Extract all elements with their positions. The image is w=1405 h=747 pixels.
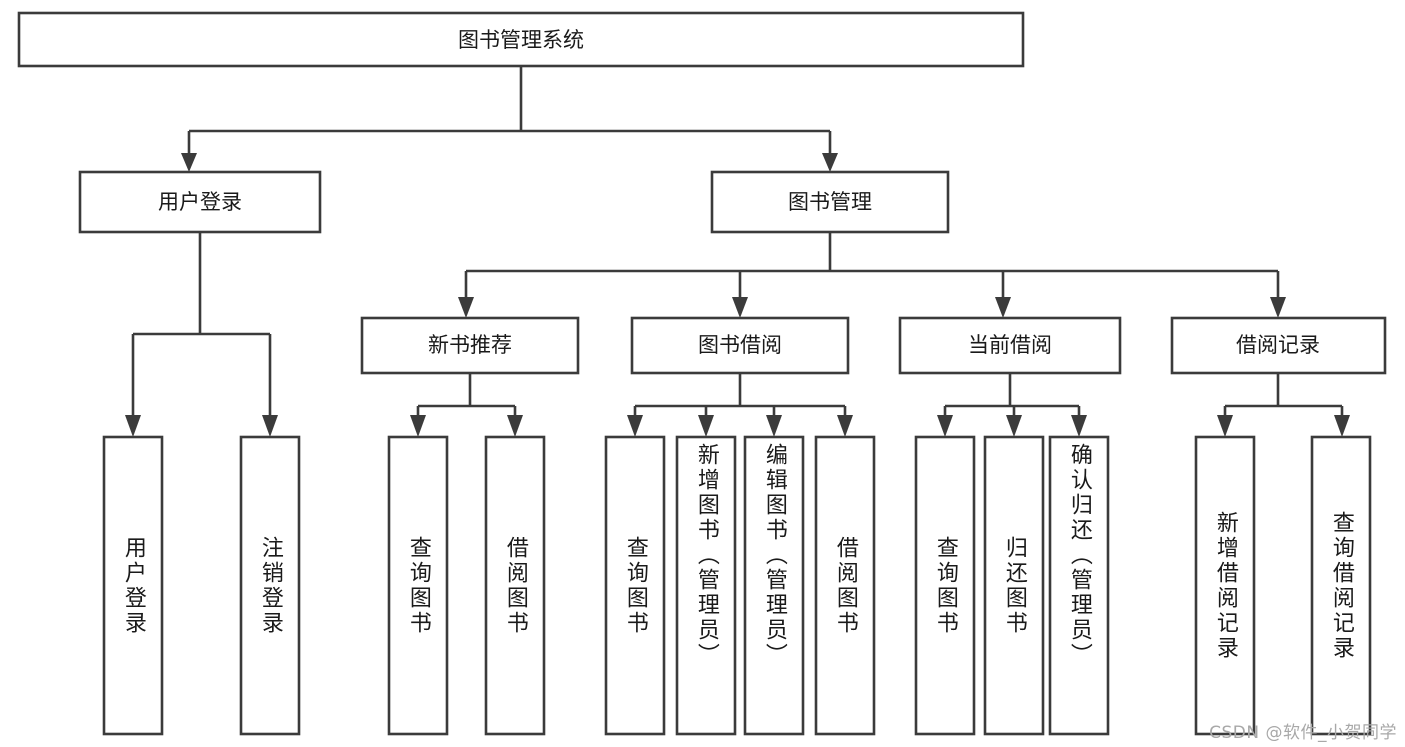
arrow-head-leaf-logout [262,415,278,437]
csdn-watermark: CSDN @软件_小贺同学 [1209,723,1397,743]
arrow-head-leaf-add-book [698,415,714,437]
node-root[interactable]: 图书管理系统 [17,11,1025,68]
leaf-box-query-book-cur[interactable] [914,435,976,736]
leaf-box-add-record[interactable] [1194,435,1256,736]
connector-group [125,66,1350,437]
arrow-head-leaf-query-book-bor [627,415,643,437]
node-user-login[interactable]: 用户登录 [78,170,322,234]
arrow-head-leaf-user-login [125,415,141,437]
node-new-book-rec[interactable]: 新书推荐 [360,316,580,375]
node-book-borrow[interactable]: 图书借阅 [630,316,850,375]
node-root-label: 图书管理系统 [458,28,584,52]
leaf-box-query-book-bor[interactable] [604,435,666,736]
arrow-head-book-borrow [732,297,748,318]
leaf-box-add-book[interactable] [675,435,737,736]
node-new-book-rec-label: 新书推荐 [428,333,512,357]
node-current-borrow[interactable]: 当前借阅 [898,316,1122,375]
node-borrow-record[interactable]: 借阅记录 [1170,316,1387,375]
leaf-box-logout[interactable] [239,435,301,736]
leaf-box-edit-book[interactable] [743,435,805,736]
arrow-head-book-manage [822,153,838,172]
arrow-head-leaf-edit-book [766,415,782,437]
leaf-box-borrow-book[interactable] [814,435,876,736]
node-borrow-record-label: 借阅记录 [1236,333,1320,357]
arrow-head-leaf-query-book-cur [937,415,953,437]
arrow-head-leaf-query-book-rec [410,415,426,437]
leaf-box-query-record[interactable] [1310,435,1372,736]
node-book-manage[interactable]: 图书管理 [710,170,950,234]
node-book-borrow-label: 图书借阅 [698,333,782,357]
node-book-manage-label: 图书管理 [788,190,872,214]
node-new-book-rec-box[interactable] [360,316,580,375]
node-root-box[interactable] [17,11,1025,68]
arrow-head-leaf-query-record [1334,415,1350,437]
arrow-head-user-login [181,153,197,172]
arrow-head-leaf-borrow-book [837,415,853,437]
node-current-borrow-label: 当前借阅 [968,333,1052,357]
arrow-head-leaf-confirm-return [1071,415,1087,437]
leaf-box-user-login[interactable] [102,435,164,736]
node-book-borrow-box[interactable] [630,316,850,375]
leaf-box-borrow-book-rec[interactable] [484,435,546,736]
leaf-box-confirm-return[interactable] [1048,435,1110,736]
arrow-head-leaf-add-record [1217,415,1233,437]
node-user-login-box[interactable] [78,170,322,234]
arrow-head-new-book-rec [458,297,474,318]
node-borrow-record-box[interactable] [1170,316,1387,375]
leaf-box-return-book[interactable] [983,435,1045,736]
node-book-manage-box[interactable] [710,170,950,234]
leaf-box-group [102,435,1372,736]
leaf-box-query-book-rec[interactable] [387,435,449,736]
arrow-head-leaf-return-book [1006,415,1022,437]
node-current-borrow-box[interactable] [898,316,1122,375]
node-user-login-label: 用户登录 [158,190,242,214]
arrow-head-current-borrow [995,297,1011,318]
arrow-head-borrow-record [1270,297,1286,318]
arrow-head-leaf-borrow-book-rec [507,415,523,437]
